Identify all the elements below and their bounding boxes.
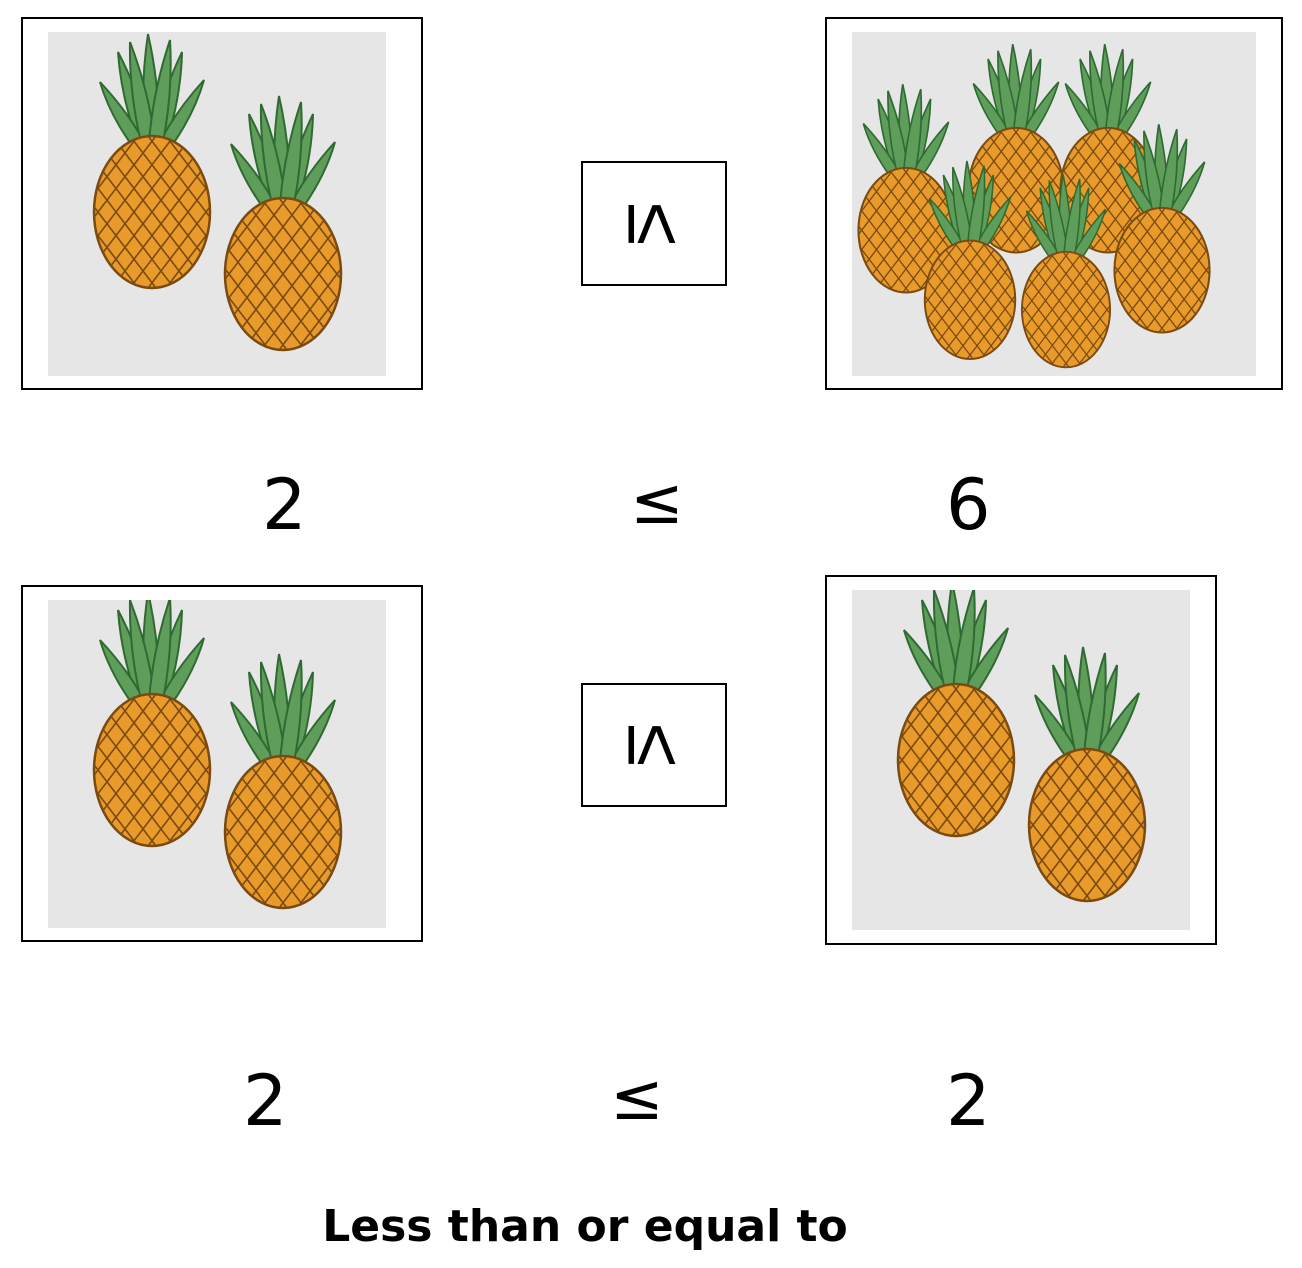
row2-symbol-box: ≤ bbox=[581, 683, 727, 807]
row2-left-card bbox=[21, 585, 423, 942]
row2-right-number: 2 bbox=[946, 1060, 991, 1142]
row1-expression-symbol: ≤ bbox=[630, 465, 684, 539]
row2-right-pineapples bbox=[896, 590, 1147, 903]
row1-left-pineapples bbox=[92, 33, 343, 352]
row1-right-number: 6 bbox=[946, 464, 991, 546]
pineapple-icon bbox=[896, 590, 1016, 838]
pineapple-icon bbox=[923, 160, 1017, 361]
row2-left-pineapples bbox=[92, 600, 343, 910]
row2-left-number: 2 bbox=[243, 1060, 288, 1142]
caption: Less than or equal to bbox=[322, 1201, 848, 1252]
pineapple-icon bbox=[92, 33, 212, 290]
row2-box-symbol: ≤ bbox=[609, 723, 699, 767]
pineapple-icon bbox=[223, 653, 343, 910]
row1-box-symbol: ≤ bbox=[609, 202, 699, 245]
row1-left-card bbox=[21, 17, 423, 390]
row1-right-pineapples bbox=[857, 44, 1211, 369]
row2-right-photo bbox=[852, 590, 1190, 930]
row1-symbol-box: ≤ bbox=[581, 161, 727, 286]
row1-left-photo bbox=[48, 32, 386, 376]
row2-expression-symbol: ≤ bbox=[610, 1061, 664, 1135]
row2-right-card bbox=[825, 575, 1217, 945]
row1-left-number: 2 bbox=[262, 464, 307, 546]
row2-left-photo bbox=[48, 600, 386, 928]
row1-right-card bbox=[825, 17, 1283, 390]
row1-right-photo bbox=[852, 32, 1256, 376]
pineapple-icon bbox=[1020, 174, 1112, 369]
